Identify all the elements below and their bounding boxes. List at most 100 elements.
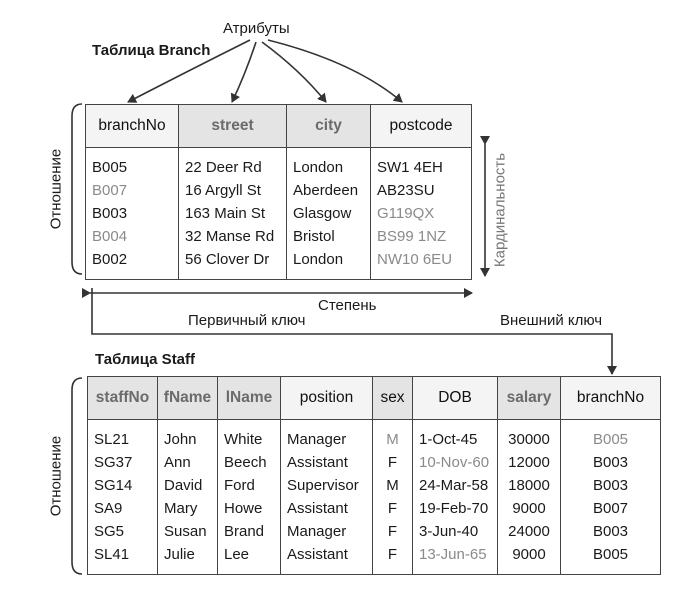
key-connector-line	[91, 288, 617, 375]
staff-cell: SA9	[87, 497, 158, 520]
staff-table-title: Таблица Staff	[95, 351, 196, 368]
staff-cell: Supervisor	[280, 474, 373, 497]
staff-cell: 18000	[497, 474, 561, 497]
staff-cell: Beech	[217, 451, 281, 474]
branch-header-cell: street	[178, 104, 287, 148]
staff-cell: B003	[560, 451, 661, 474]
staff-header-cell: sex	[372, 376, 413, 420]
staff-cell: Ford	[217, 474, 281, 497]
staff-cell: B005	[560, 543, 661, 575]
staff-table: staffNo fName lName position sex DOB sal…	[87, 376, 661, 575]
branch-header-cell: city	[286, 104, 371, 148]
branch-cell: 16 Argyll St	[178, 179, 287, 202]
staff-cell: 19-Feb-70	[412, 497, 498, 520]
staff-header-cell: DOB	[412, 376, 498, 420]
staff-cell: Ann	[157, 451, 218, 474]
branch-cell: AB23SU	[370, 179, 472, 202]
branch-cell: Bristol	[286, 225, 371, 248]
staff-cell: B007	[560, 497, 661, 520]
branch-cell: B003	[85, 202, 179, 225]
branch-cell: Glasgow	[286, 202, 371, 225]
branch-cell: G119QX	[370, 202, 472, 225]
staff-cell: Howe	[217, 497, 281, 520]
staff-cell: John	[157, 419, 218, 451]
staff-cell: M	[372, 474, 413, 497]
staff-cell: SG5	[87, 520, 158, 543]
staff-cell: B003	[560, 474, 661, 497]
staff-cell: Brand	[217, 520, 281, 543]
staff-cell: 30000	[497, 419, 561, 451]
staff-cell: Julie	[157, 543, 218, 575]
branch-cell: SW1 4EH	[370, 147, 472, 179]
table-row: SA9 Mary Howe Assistant F 19-Feb-70 9000…	[87, 497, 661, 520]
branch-cell: B007	[85, 179, 179, 202]
staff-cell: 10-Nov-60	[412, 451, 498, 474]
branch-cell: 22 Deer Rd	[178, 147, 287, 179]
branch-table-title: Таблица Branch	[92, 42, 211, 59]
staff-cell: M	[372, 419, 413, 451]
branch-header-cell: postcode	[370, 104, 472, 148]
branch-relation-bracket	[71, 103, 83, 275]
staff-cell: 9000	[497, 543, 561, 575]
table-row: B004 32 Manse Rd Bristol BS99 1NZ	[85, 225, 472, 248]
branch-cell: 163 Main St	[178, 202, 287, 225]
branch-header-cell: branchNo	[85, 104, 179, 148]
staff-cell: F	[372, 497, 413, 520]
staff-cell: F	[372, 451, 413, 474]
staff-cell: Lee	[217, 543, 281, 575]
staff-cell: Assistant	[280, 497, 373, 520]
branch-cell: B004	[85, 225, 179, 248]
branch-table: branchNo street city postcode B005 22 De…	[85, 104, 472, 280]
staff-cell: SL41	[87, 543, 158, 575]
branch-relation-label: Отношение	[47, 148, 65, 230]
foreign-key-label: Внешний ключ	[500, 312, 603, 329]
staff-header-cell: salary	[497, 376, 561, 420]
staff-cell: Assistant	[280, 543, 373, 575]
staff-cell: 13-Jun-65	[412, 543, 498, 575]
staff-cell: Susan	[157, 520, 218, 543]
table-row: SG37 Ann Beech Assistant F 10-Nov-60 120…	[87, 451, 661, 474]
staff-relation-bracket	[71, 377, 83, 575]
staff-cell: Assistant	[280, 451, 373, 474]
primary-key-label: Первичный ключ	[188, 312, 306, 329]
staff-cell: 9000	[497, 497, 561, 520]
table-row: SL41 Julie Lee Assistant F 13-Jun-65 900…	[87, 543, 661, 575]
table-row: SL21 John White Manager M 1-Oct-45 30000…	[87, 419, 661, 451]
branch-cell: B005	[85, 147, 179, 179]
staff-header-row: staffNo fName lName position sex DOB sal…	[87, 376, 661, 420]
staff-cell: 24000	[497, 520, 561, 543]
staff-header-cell: position	[280, 376, 373, 420]
branch-cell: London	[286, 147, 371, 179]
staff-header-cell: staffNo	[87, 376, 158, 420]
attribute-arrows	[127, 39, 403, 103]
staff-cell: 1-Oct-45	[412, 419, 498, 451]
staff-cell: F	[372, 520, 413, 543]
staff-header-cell: fName	[157, 376, 218, 420]
branch-cell: NW10 6EU	[370, 248, 472, 280]
staff-cell: Mary	[157, 497, 218, 520]
staff-cell: F	[372, 543, 413, 575]
staff-cell: B005	[560, 419, 661, 451]
branch-cell: BS99 1NZ	[370, 225, 472, 248]
branch-cell: 32 Manse Rd	[178, 225, 287, 248]
staff-cell: SG37	[87, 451, 158, 474]
staff-cell: Manager	[280, 520, 373, 543]
branch-cell: B002	[85, 248, 179, 280]
staff-cell: 24-Mar-58	[412, 474, 498, 497]
branch-cell: London	[286, 248, 371, 280]
staff-cell: 12000	[497, 451, 561, 474]
staff-cell: Manager	[280, 419, 373, 451]
table-row: B003 163 Main St Glasgow G119QX	[85, 202, 472, 225]
staff-header-cell: lName	[217, 376, 281, 420]
degree-label: Степень	[318, 297, 377, 314]
table-row: SG5 Susan Brand Manager F 3-Jun-40 24000…	[87, 520, 661, 543]
cardinality-label: Кардинальность	[491, 152, 509, 268]
staff-cell: SG14	[87, 474, 158, 497]
table-row: B005 22 Deer Rd London SW1 4EH	[85, 147, 472, 179]
branch-cell: 56 Clover Dr	[178, 248, 287, 280]
staff-cell: David	[157, 474, 218, 497]
table-row: SG14 David Ford Supervisor M 24-Mar-58 1…	[87, 474, 661, 497]
table-row: B007 16 Argyll St Aberdeen AB23SU	[85, 179, 472, 202]
staff-cell: B003	[560, 520, 661, 543]
